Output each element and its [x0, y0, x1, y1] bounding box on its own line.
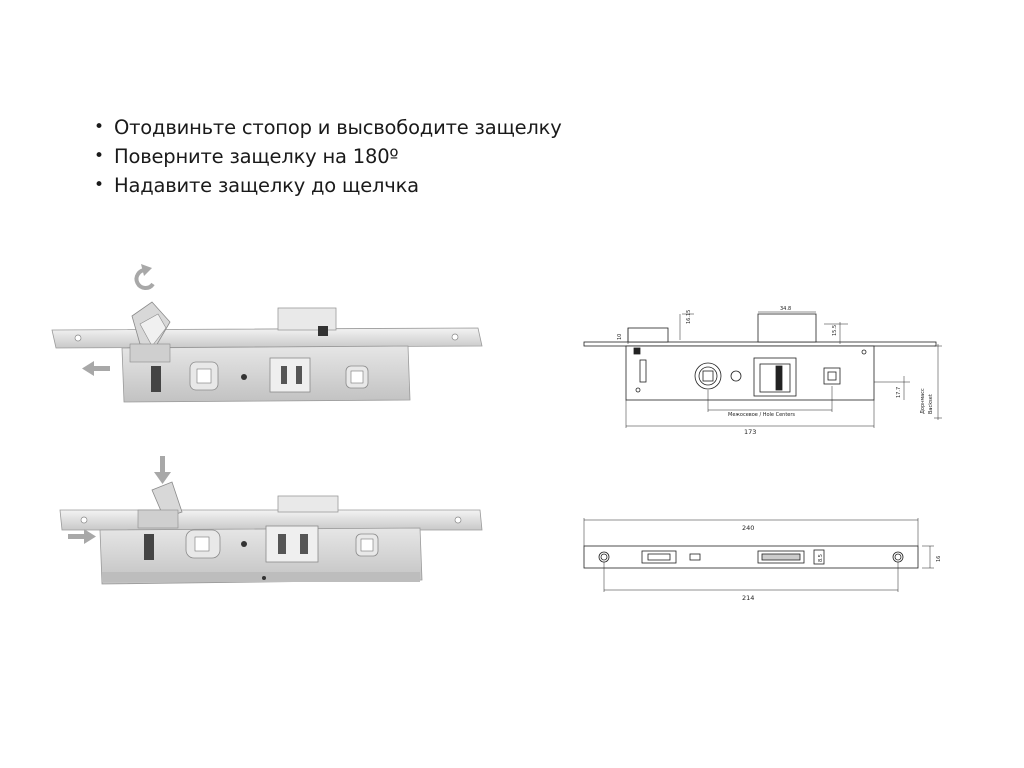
lock-illustration-bottom: [59, 456, 483, 585]
arrow-right-icon: [68, 529, 96, 544]
dim-backset-en: Backset: [928, 394, 934, 414]
dim-15-5: 15.5: [832, 325, 838, 336]
instruction-step-2: Поверните защелку на 180º: [94, 143, 562, 172]
dim-hole-centers: Межосевое / Hole Centers: [728, 412, 795, 418]
deadbolt: [277, 307, 337, 331]
dim-34-8: 34.8: [780, 306, 791, 312]
dim-17-7: 17.7: [896, 387, 902, 398]
lock-illustration-top: [51, 264, 483, 403]
instruction-list: Отодвиньте стопор и высвободите защелку …: [94, 114, 562, 201]
dim-backset: Дорнмасс: [920, 388, 926, 414]
technical-drawing-side: 10 16.15 34.8 15.5 17.7 Межосевое / Hole…: [583, 306, 942, 436]
dim-16: 16: [936, 556, 942, 562]
arrow-down-icon: [154, 456, 171, 484]
latch-released: [129, 301, 171, 363]
dim-small-mark: 8.5: [818, 554, 824, 562]
rotate-arrow-icon: [134, 264, 155, 290]
faceplate: [51, 327, 483, 349]
dim-240: 240: [742, 524, 754, 532]
technical-drawing-front: 240 214 16 8.5: [583, 518, 942, 602]
dim-10: 10: [617, 334, 623, 340]
arrow-left-icon: [82, 361, 110, 376]
instruction-step-1: Отодвиньте стопор и высвободите защелку: [94, 114, 562, 143]
dim-173: 173: [744, 428, 756, 436]
instruction-step-3: Надавите защелку до щелчка: [94, 172, 562, 201]
dim-16-15: 16.15: [686, 310, 692, 324]
latch-pressed: [137, 481, 183, 529]
dim-214: 214: [742, 594, 754, 602]
